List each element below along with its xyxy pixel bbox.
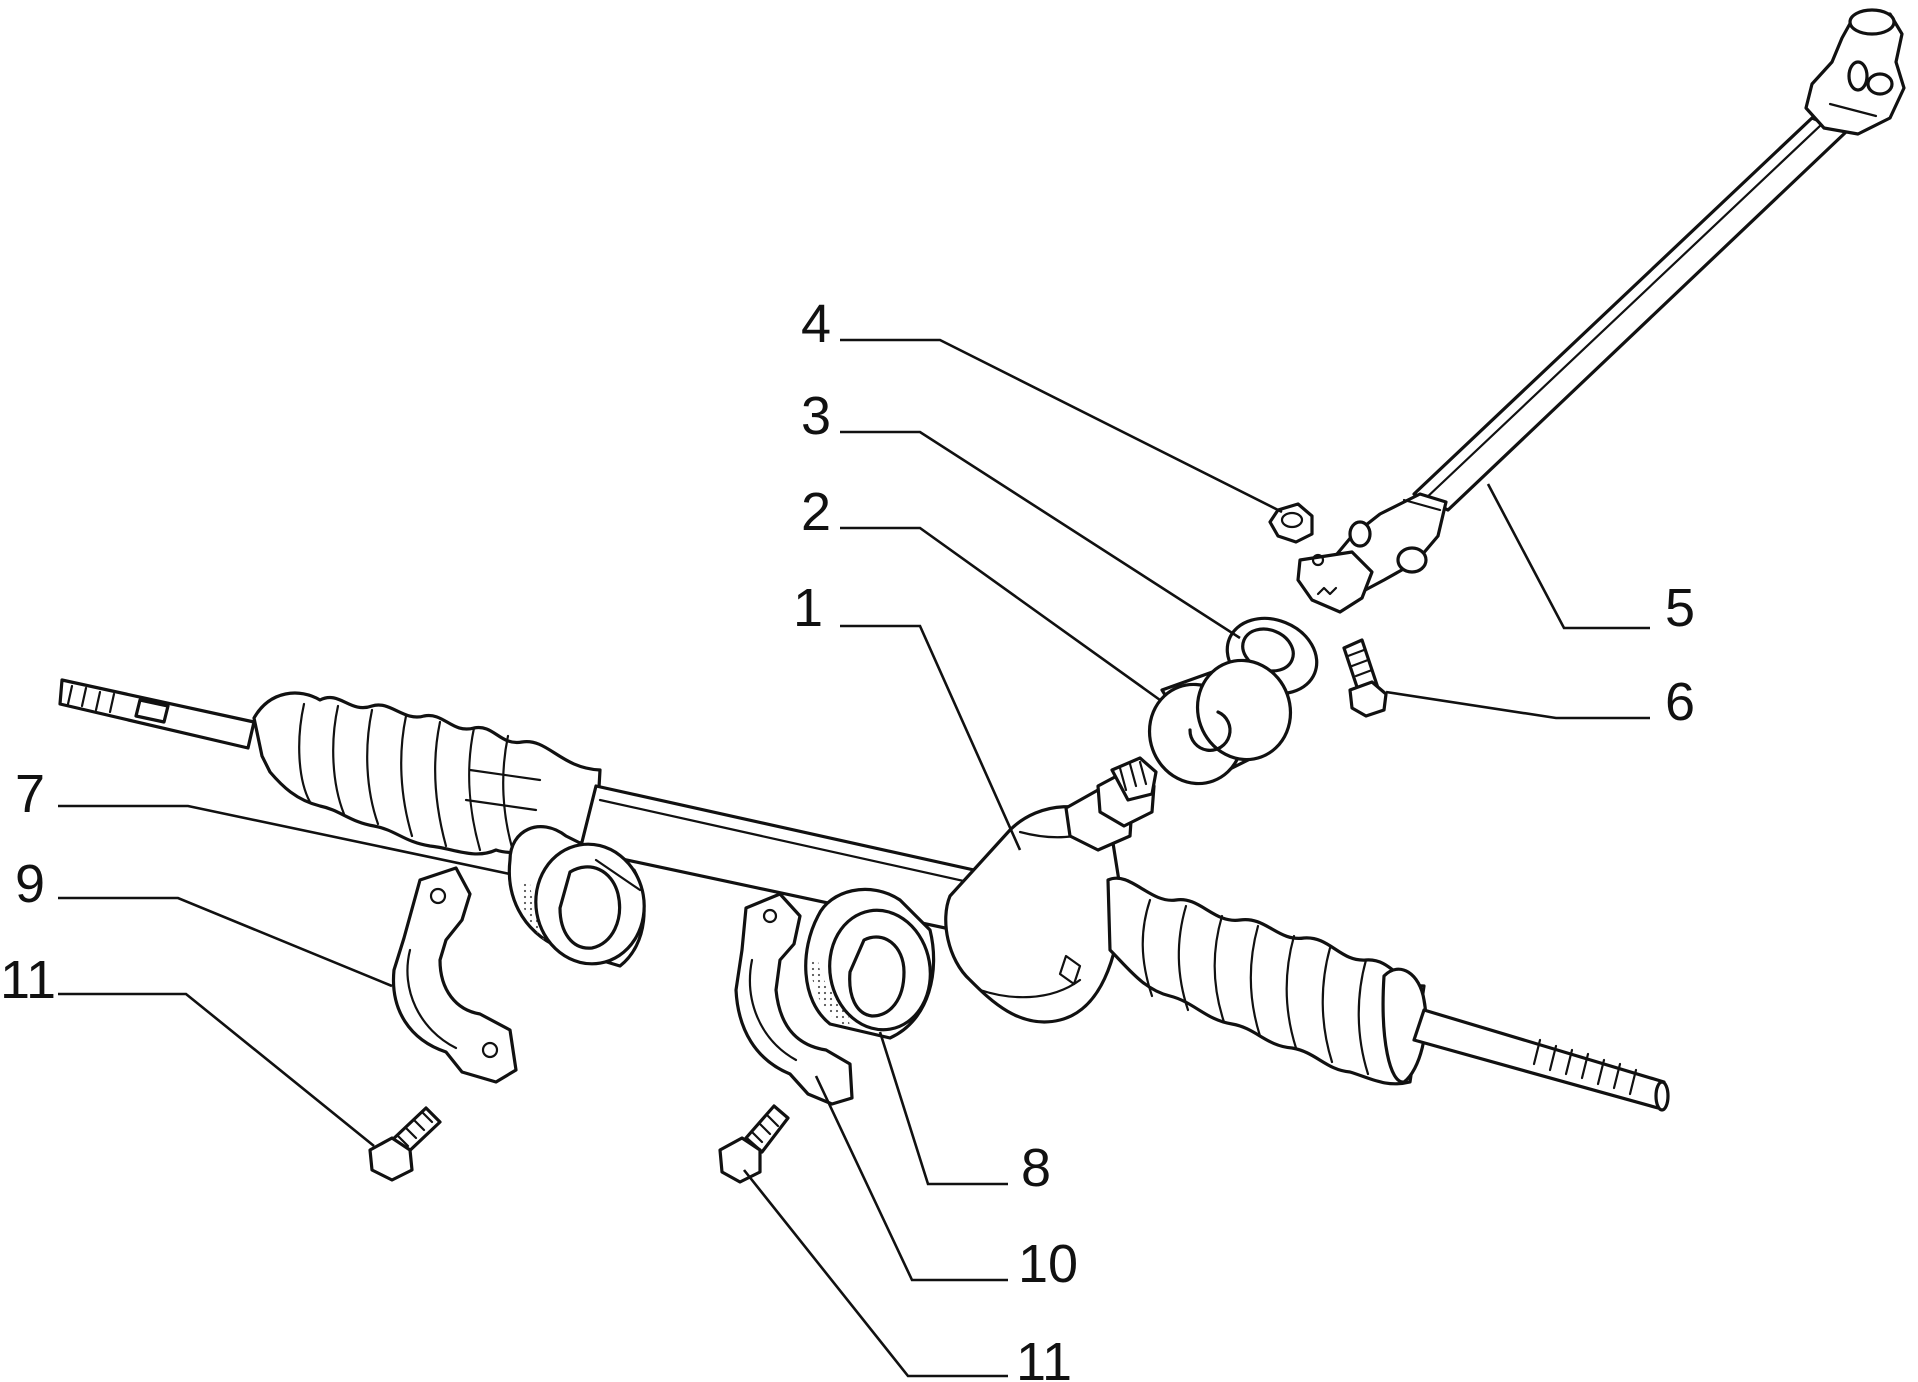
callout-labels: 1 2 3 4 5 6 7 8 9 10 11 11 [0, 294, 1695, 1382]
bolt-part-6 [1342, 638, 1388, 718]
leader-line-1 [840, 624, 1022, 851]
callout-8: 8 [1021, 1138, 1051, 1198]
steering-rack-part-1 [58, 678, 1670, 1112]
steering-shaft-part-5 [1296, 8, 1906, 614]
leader-lines [58, 338, 1650, 1378]
mounting-bracket-part-10 [734, 892, 854, 1106]
leader-line-4 [840, 338, 1283, 514]
bolt-part-11-left [368, 1106, 442, 1182]
rack-bush-part-8 [804, 887, 936, 1040]
callout-5: 5 [1665, 578, 1695, 638]
callout-9: 9 [15, 854, 45, 914]
callout-11-right: 11 [1016, 1332, 1072, 1382]
bolt-part-11-right [718, 1104, 790, 1184]
leader-line-3 [840, 430, 1241, 640]
leader-line-9 [58, 896, 393, 988]
callout-7: 7 [15, 764, 45, 824]
callout-6: 6 [1665, 672, 1695, 732]
rack-bush-part-7 [507, 825, 646, 968]
leader-line-6 [1385, 690, 1650, 720]
callout-4: 4 [801, 294, 831, 354]
callout-11-left: 11 [0, 950, 56, 1010]
leader-line-10 [814, 1075, 1008, 1282]
callout-3: 3 [801, 386, 831, 446]
leader-line-11-right [742, 1169, 1008, 1378]
leader-line-5 [1486, 483, 1650, 630]
leader-line-8 [878, 1031, 1008, 1186]
leader-line-7 [58, 804, 511, 876]
callout-1: 1 [793, 578, 823, 638]
rubber-bush-part-2 [1147, 658, 1293, 786]
leader-line-11-left [58, 992, 375, 1148]
nut-part-4 [1268, 502, 1314, 544]
mounting-bracket-part-9 [391, 866, 518, 1084]
leader-line-2 [840, 526, 1161, 702]
callout-2: 2 [801, 482, 831, 542]
callout-10: 10 [1018, 1234, 1078, 1294]
